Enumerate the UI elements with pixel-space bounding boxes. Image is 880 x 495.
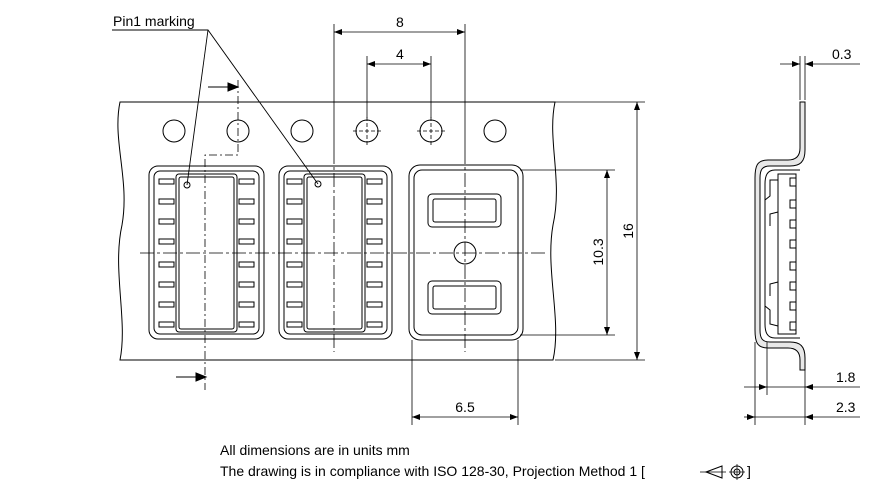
- dimension-arrowheads: [334, 29, 640, 420]
- tape-outline: [117, 101, 557, 361]
- component-leads-left: [158, 178, 175, 328]
- cavity-window-bottom: [427, 280, 502, 315]
- component-section: [777, 173, 797, 335]
- sprocket-hole: [162, 119, 186, 143]
- component-leads-left: [286, 178, 303, 328]
- reference-arrows: [176, 82, 240, 382]
- dimension-overall-depth: 2.3: [836, 399, 856, 415]
- compliance-note: The drawing is in compliance with ISO 12…: [220, 463, 645, 479]
- component-leads-right: [238, 178, 255, 328]
- side-dimension-arrowheads: [747, 61, 813, 420]
- pin1-marking-dot: [314, 180, 322, 188]
- units-note: All dimensions are in units mm: [220, 442, 410, 458]
- dimension-pocket-depth: 1.8: [836, 369, 856, 385]
- cavity-2: [278, 165, 393, 340]
- side-view-section: [754, 101, 806, 371]
- carrier-tape-front-view: [117, 101, 557, 361]
- dimension-tape-thickness: 0.3: [832, 46, 852, 62]
- pin1-reference-line: [204, 80, 239, 390]
- sprocket-hole: [290, 119, 314, 143]
- dimension-cavity-width: 6.5: [455, 399, 475, 415]
- component-section-leads: [764, 177, 797, 331]
- component-leads-right: [366, 178, 383, 328]
- sprocket-holes: [162, 119, 507, 143]
- cavity-1: [148, 165, 265, 340]
- sprocket-hole: [483, 119, 507, 143]
- pin1-callout: [112, 29, 319, 186]
- compliance-note-close-bracket: ]: [747, 463, 751, 479]
- center-lines: [140, 150, 545, 352]
- dimension-tape-width: 16: [620, 223, 636, 239]
- dimension-pitch-4: 4: [396, 46, 404, 62]
- dimension-cavity-height: 10.3: [590, 238, 606, 265]
- component-1: [158, 173, 255, 333]
- pin1-marking-label: Pin1 marking: [113, 13, 195, 29]
- sprocket-crosshairs: [353, 117, 445, 145]
- cavity-window-top: [427, 193, 502, 228]
- dimension-lines: [333, 24, 645, 425]
- cavity-3-empty: [408, 164, 524, 341]
- dimension-pitch-8: 8: [396, 14, 404, 30]
- projection-method-1-icon: [700, 464, 745, 480]
